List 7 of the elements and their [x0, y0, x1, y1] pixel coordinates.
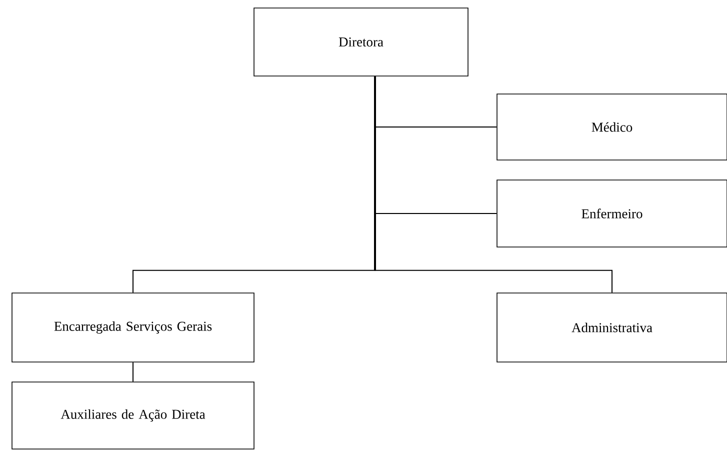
connector-line	[132, 362, 134, 382]
org-box: Diretora	[254, 8, 468, 76]
org-box: Encarregada Serviços Gerais	[12, 292, 254, 362]
org-box: Médico	[496, 94, 727, 160]
org-box: Enfermeiro	[496, 180, 727, 248]
org-box: Administrativa	[496, 292, 727, 362]
org-box: Auxiliares de Ação Direta	[12, 382, 254, 450]
